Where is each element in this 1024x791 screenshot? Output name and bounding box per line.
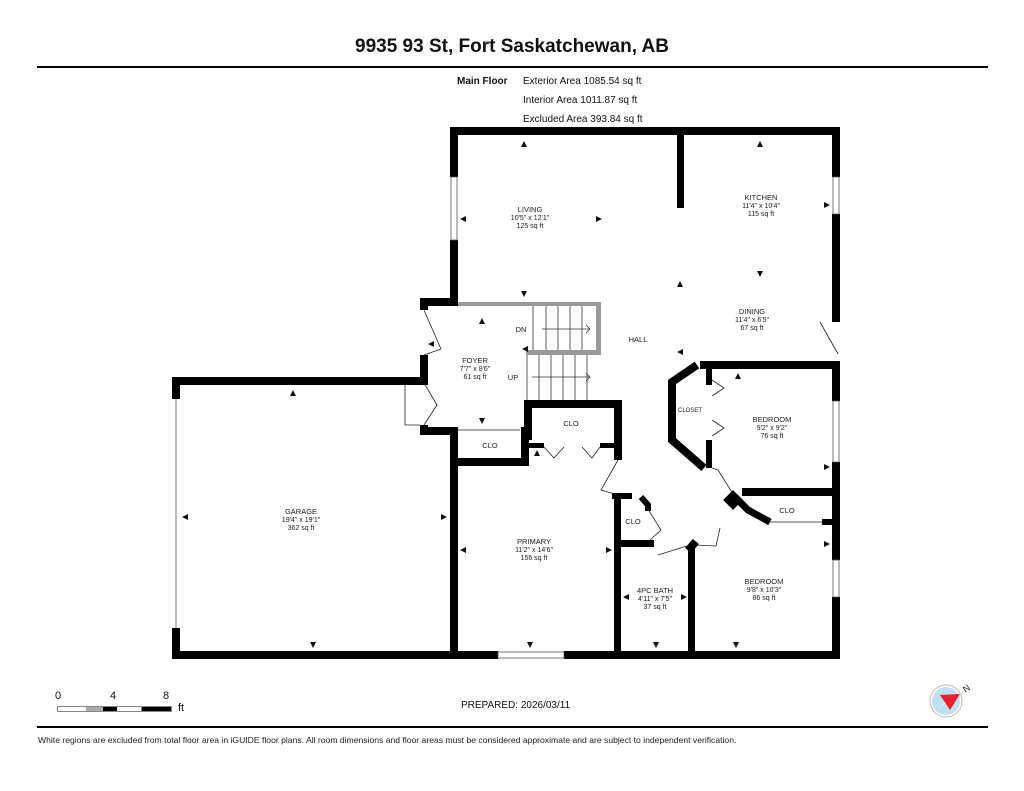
room-bedroom-1: BEDROOM 9'2" x 9'2" 76 sq ft	[752, 415, 792, 440]
room-dining: DINING 11'4" x 6'5" 67 sq ft	[735, 307, 769, 332]
label-primary-closet: CLO	[625, 517, 641, 526]
prepared-date: PREPARED: 2026/03/11	[461, 700, 571, 711]
exterior-area: Exterior Area 1085.54 sq ft	[523, 76, 642, 87]
room-bedroom-2: BEDROOM 9'8" x 10'3" 86 sq ft	[744, 577, 784, 602]
dimension-arrows	[182, 141, 830, 648]
walls	[172, 127, 840, 659]
page-title: 9935 93 St, Fort Saskatchewan, AB	[355, 36, 669, 57]
compass: N	[928, 680, 978, 727]
label-stairs-up: UP	[507, 373, 519, 382]
room-kitchen: KITCHEN 11'4" x 10'4" 115 sq ft	[742, 193, 780, 218]
label-hall: HALL	[628, 335, 648, 344]
compass-icon: N	[929, 683, 972, 718]
label-bedroom-closet: CLO	[779, 506, 795, 515]
label-foyer-closet: CLO	[482, 441, 498, 450]
stairs	[458, 302, 601, 355]
north-label: N	[961, 683, 972, 695]
scale-tick-4: 4	[110, 690, 117, 702]
room-4pc-bath: 4PC BATH 4'11" x 7'5" 37 sq ft	[636, 586, 674, 611]
scale-bar-graphic	[57, 706, 172, 712]
room-primary: PRIMARY 11'2" x 14'6" 156 sq ft	[515, 537, 553, 562]
label-hall-closet: CLO	[563, 419, 579, 428]
scale-unit: ft	[178, 702, 185, 714]
scale-tick-8: 8	[163, 690, 170, 702]
scale-tick-0: 0	[55, 690, 62, 702]
label-stairs-down: DN	[515, 325, 527, 334]
room-foyer: FOYER 7'7" x 8'6" 61 sq ft	[459, 356, 491, 381]
label-closet: CLOSET	[677, 408, 703, 414]
footer-divider	[37, 726, 988, 728]
floor-name: Main Floor	[457, 76, 508, 87]
disclaimer: White regions are excluded from total fl…	[38, 735, 737, 745]
room-garage: GARAGE 19'4" x 19'1" 362 sq ft	[281, 507, 321, 532]
room-living: LIVING 10'5" x 12'1" 125 sq ft	[510, 205, 550, 230]
interior-area: Interior Area 1011.87 sq ft	[523, 95, 638, 106]
excluded-area: Excluded Area 393.84 sq ft	[523, 114, 643, 125]
header-divider	[37, 66, 988, 68]
